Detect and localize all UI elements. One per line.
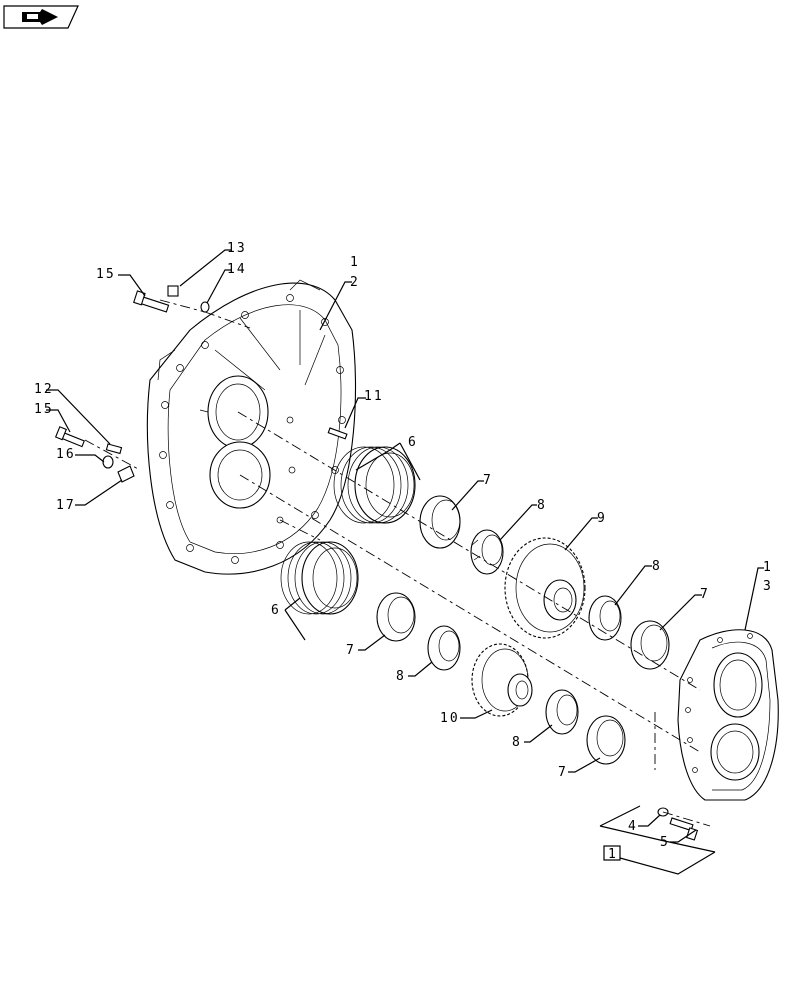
gear-small <box>471 643 533 717</box>
callout-6-bot: 6 <box>271 603 281 618</box>
bearing-cup-upper <box>419 495 461 549</box>
callout-1-top: 1 <box>350 255 360 270</box>
callout-17: 17 <box>56 498 76 513</box>
callout-7-top: 7 <box>483 473 493 488</box>
callout-11: 11 <box>364 389 384 404</box>
bolt-15-mid <box>54 426 85 448</box>
callout-7-low: 7 <box>558 765 568 780</box>
callout-5: 5 <box>660 835 670 850</box>
next-page-arrow-icon[interactable] <box>3 5 79 29</box>
dowel-pin-11 <box>327 427 348 440</box>
clutch-spring-pack-lower <box>280 541 359 615</box>
bearing-cone-low <box>545 689 579 735</box>
callout-4: 4 <box>628 819 638 834</box>
callout-labels: 13 14 15 1 2 11 12 15 16 17 6 6 7 8 9 8 … <box>34 241 773 850</box>
fitting-13 <box>167 285 179 297</box>
kit-box-label: 1 <box>608 847 618 862</box>
callout-14: 14 <box>227 262 247 277</box>
bolt-5 <box>669 817 699 841</box>
bearing-cup-mid <box>376 592 416 642</box>
bearing-cone-right <box>588 595 622 641</box>
callout-7-right: 7 <box>700 587 710 602</box>
bearing-cup-low <box>586 715 626 765</box>
bearing-cone-upper <box>470 529 504 575</box>
gear-large <box>504 537 586 639</box>
dowel-pin-12 <box>105 443 123 455</box>
callout-15-top: 15 <box>96 267 116 282</box>
callout-8-top: 8 <box>537 498 547 513</box>
callout-2: 2 <box>350 275 360 290</box>
callout-7-mid: 7 <box>346 643 356 658</box>
assembly-centerlines <box>84 299 711 827</box>
callout-9: 9 <box>597 511 607 526</box>
front-housing <box>146 279 357 575</box>
callout-10: 10 <box>440 711 460 726</box>
washer-16 <box>102 455 114 469</box>
callout-3: 3 <box>763 579 773 594</box>
bolt-15-top <box>133 290 170 313</box>
bracket-17 <box>117 465 135 483</box>
rear-cover <box>677 629 779 801</box>
callout-13: 13 <box>227 241 247 256</box>
callout-8-low: 8 <box>512 735 522 750</box>
clutch-spring-pack-upper <box>333 446 416 524</box>
callout-8-right: 8 <box>652 559 662 574</box>
callout-12: 12 <box>34 382 54 397</box>
callout-6-top: 6 <box>408 435 418 450</box>
callout-15-mid: 15 <box>34 402 54 417</box>
oring-14 <box>200 301 210 313</box>
callout-1-right: 1 <box>763 560 773 575</box>
kit-reference-box: 1 <box>603 845 621 862</box>
callout-leaders <box>46 249 764 875</box>
callout-16: 16 <box>56 447 76 462</box>
callout-8-mid: 8 <box>396 669 406 684</box>
bearing-cone-mid <box>427 625 461 671</box>
bearing-cup-right <box>630 620 670 670</box>
